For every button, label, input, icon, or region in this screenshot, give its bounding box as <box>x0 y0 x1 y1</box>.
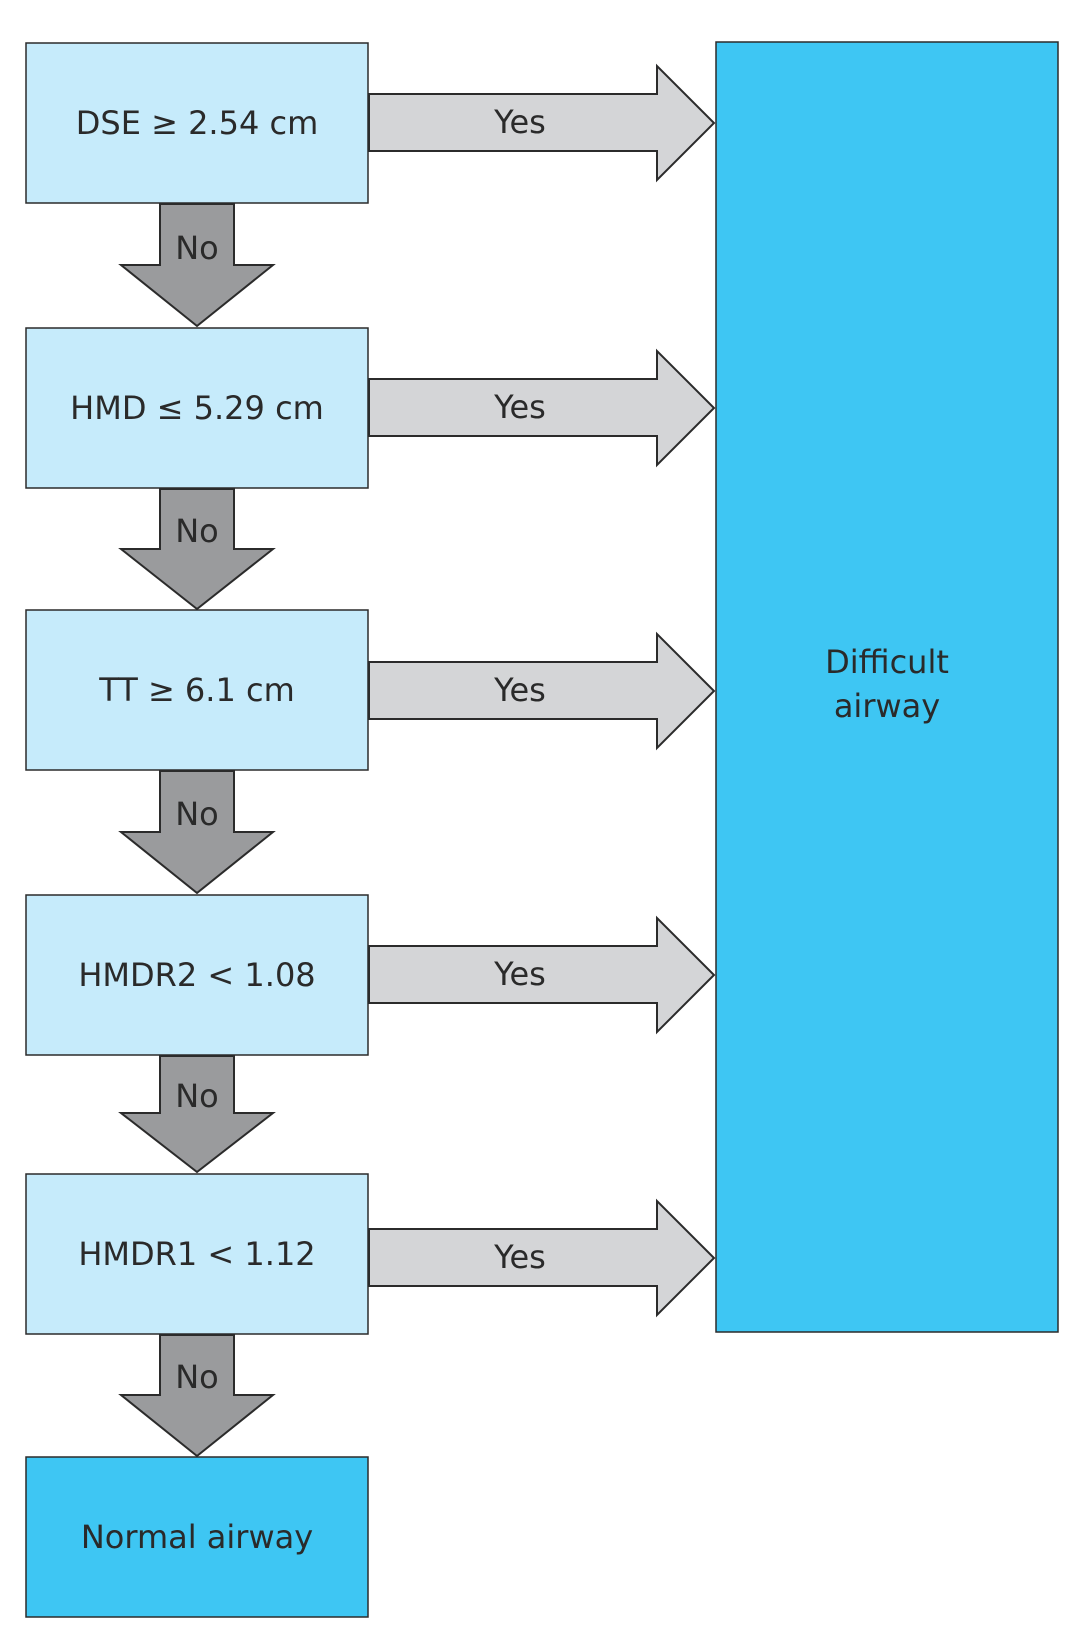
condition-box-3 <box>25 609 369 771</box>
condition-label-4: HMDR2 < 1.08 <box>78 956 316 994</box>
condition-box-4 <box>25 894 369 1056</box>
difficult-airway-line-1: Difficult <box>825 643 949 681</box>
no-label-2: No <box>175 512 219 550</box>
no-arrow-5 <box>118 1334 276 1458</box>
no-label-4: No <box>175 1077 219 1115</box>
normal-airway-box <box>25 1456 369 1618</box>
condition-label-5: HMDR1 < 1.12 <box>78 1235 316 1273</box>
no-arrow-3 <box>118 770 276 895</box>
difficult-airway-line-2: airway <box>833 687 941 725</box>
yes-label-1: Yes <box>494 103 546 141</box>
yes-arrow-4 <box>368 915 716 1035</box>
yes-label-3: Yes <box>494 671 546 709</box>
no-label-5: No <box>175 1358 219 1396</box>
difficult-airway-box <box>715 41 1059 1333</box>
condition-label-1: DSE ≥ 2.54 cm <box>75 104 319 142</box>
no-label-3: No <box>175 795 219 833</box>
condition-label-3: TT ≥ 6.1 cm <box>99 671 295 709</box>
condition-box-5 <box>25 1173 369 1335</box>
difficult-airway-label: Difficult airway <box>716 636 1058 732</box>
condition-box-2 <box>25 327 369 489</box>
no-arrow-1 <box>118 203 276 328</box>
condition-box-1 <box>25 42 369 204</box>
no-arrow-2 <box>118 488 276 611</box>
yes-arrow-5 <box>368 1198 716 1318</box>
condition-label-2: HMD ≤ 5.29 cm <box>70 389 324 427</box>
yes-label-2: Yes <box>494 388 546 426</box>
no-label-1: No <box>175 229 219 267</box>
normal-airway-label: Normal airway <box>80 1518 314 1556</box>
yes-arrow-2 <box>368 348 716 468</box>
yes-arrow-1 <box>368 63 716 183</box>
yes-label-5: Yes <box>494 1238 546 1276</box>
yes-arrow-3 <box>368 631 716 751</box>
yes-label-4: Yes <box>494 955 546 993</box>
no-arrow-4 <box>118 1055 276 1174</box>
